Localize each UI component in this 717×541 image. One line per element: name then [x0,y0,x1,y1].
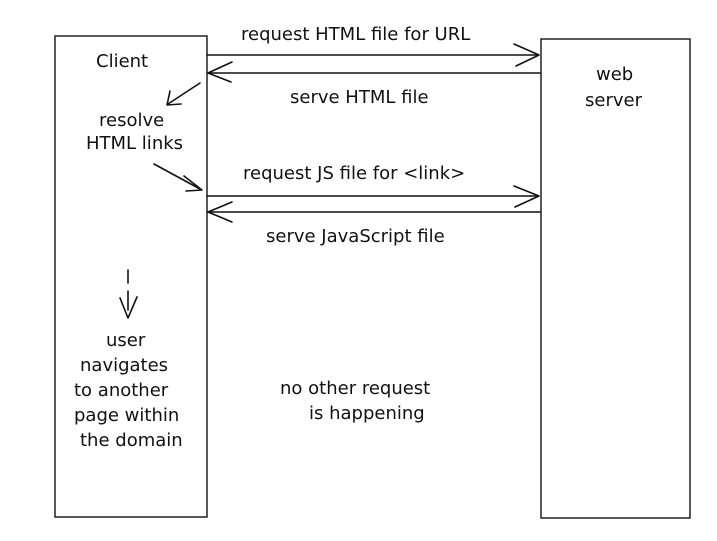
client-title: Client [96,51,148,72]
resolve-to-request-arrowhead [183,175,203,192]
msg-serve-html-label: serve HTML file [290,87,429,108]
msg-request-html-arrowhead [513,43,540,67]
nav-arrowhead [119,296,138,319]
msg-serve-js-arrowhead [207,201,233,223]
client-column [54,35,208,518]
note-line1: no other request [280,378,430,399]
msg-request-html-label: request HTML file for URL [241,24,470,45]
resolve-label-line2: HTML links [86,133,183,154]
server-title-line2: server [585,90,643,111]
nav-line-4: page within [74,405,179,426]
msg-serve-js-label: serve JavaScript file [266,226,445,247]
nav-line-3: to another [74,380,169,401]
resolve-arrowhead [166,90,182,106]
msg-request-js-arrowhead [513,185,540,208]
resolve-arrow [167,82,201,105]
msg-serve-html-arrowhead [207,61,233,83]
server-title-line1: web [596,64,633,85]
resolve-label-line1: resolve [99,110,164,131]
resolve-to-request-arrow [153,163,201,190]
nav-line-1: user [106,330,146,351]
server-column [540,38,691,519]
note-line2: is happening [309,403,425,424]
msg-request-js-label: request JS file for <link> [243,163,465,184]
nav-line-2: navigates [80,355,168,376]
nav-line-5: the domain [80,430,183,451]
